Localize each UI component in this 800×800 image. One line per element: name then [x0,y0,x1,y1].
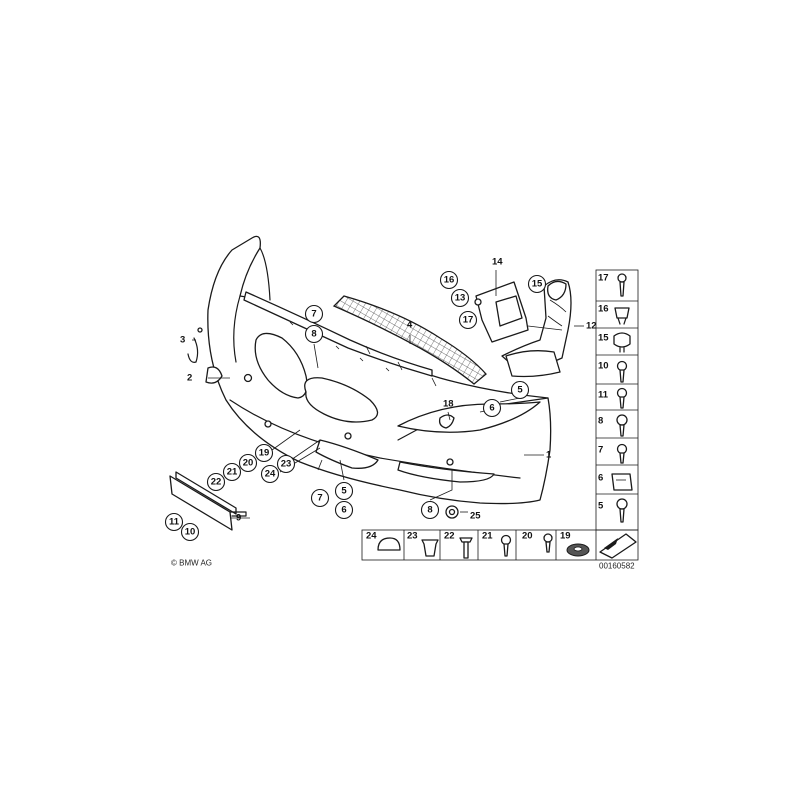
callout-7a: 7 [304,304,324,324]
svg-text:7: 7 [311,309,316,320]
svg-text:24: 24 [366,531,377,542]
image-number: 00160582 [599,562,635,571]
svg-text:23: 23 [281,459,292,470]
bottom-panel-labels: 24 23 22 21 20 19 [366,531,571,542]
callout-17: 17 [458,310,478,330]
svg-text:8: 8 [598,416,603,427]
svg-text:19: 19 [560,531,571,542]
svg-text:16: 16 [444,275,455,286]
callout-10: 10 [180,522,200,542]
svg-text:11: 11 [169,517,180,528]
plain-labels: 1 2 3 4 9 12 14 18 25 [180,257,597,524]
copyright-text: © BMW AG [171,559,212,568]
label-1: 1 [546,450,552,461]
svg-text:15: 15 [598,333,609,344]
svg-text:23: 23 [407,531,418,542]
label-2: 2 [187,373,192,384]
callout-7b: 7 [310,488,330,508]
svg-text:6: 6 [489,403,494,414]
callout-19: 19 [254,443,274,463]
svg-text:8: 8 [311,329,316,340]
svg-text:7: 7 [598,445,603,456]
svg-text:5: 5 [341,486,347,497]
callout-16: 16 [439,270,459,290]
towing-eye-cover [205,366,223,384]
air-duct-bracket [474,281,529,343]
wire-connector [187,327,203,363]
svg-text:13: 13 [455,293,466,304]
label-12: 12 [586,321,597,332]
svg-text:19: 19 [259,448,270,459]
svg-text:7: 7 [317,493,322,504]
air-duct [501,279,572,378]
callout-6b: 6 [334,500,354,520]
callout-8b: 8 [420,500,440,520]
svg-text:6: 6 [598,473,603,484]
label-14: 14 [492,257,503,268]
callout-13: 13 [450,288,470,308]
callout-11: 11 [164,512,184,532]
callout-20: 20 [238,453,258,473]
svg-text:10: 10 [185,527,196,538]
callout-5a: 5 [510,380,530,400]
clip-18 [438,414,455,429]
svg-text:24: 24 [265,469,276,480]
svg-text:11: 11 [598,390,609,401]
svg-text:17: 17 [598,273,609,284]
right-panel-labels: 17 16 15 10 11 8 7 6 5 [598,273,609,512]
svg-text:6: 6 [341,505,346,516]
svg-text:20: 20 [522,531,533,542]
svg-text:22: 22 [444,531,455,542]
svg-text:5: 5 [517,385,523,396]
license-plate-bracket [169,471,247,531]
svg-text:20: 20 [243,458,254,469]
svg-text:21: 21 [227,467,238,478]
label-9: 9 [236,513,241,524]
callout-15: 15 [527,274,547,294]
svg-text:21: 21 [482,531,493,542]
label-18: 18 [443,399,454,410]
callout-5b: 5 [334,481,354,501]
callout-23: 23 [276,454,296,474]
svg-text:10: 10 [598,361,609,372]
label-25: 25 [470,511,481,522]
svg-text:22: 22 [211,477,222,488]
label-3: 3 [180,335,185,346]
svg-text:17: 17 [463,315,474,326]
fastener-icons-right [611,273,633,523]
fastener-panel-bottom [361,529,639,561]
label-4: 4 [407,320,413,331]
callout-8a: 8 [304,324,324,344]
callout-24: 24 [260,464,280,484]
callout-22: 22 [206,472,226,492]
callouts: 7 8 16 13 17 15 5 6 19 20 21 22 23 24 7 … [164,270,547,542]
svg-text:8: 8 [427,505,432,516]
svg-text:15: 15 [532,279,543,290]
callout-21: 21 [222,462,242,482]
nut-25 [445,505,459,519]
svg-text:16: 16 [598,304,609,315]
svg-text:5: 5 [598,501,604,512]
bumper-cover [207,235,552,505]
fastener-icons-bottom [377,533,637,559]
callout-6a: 6 [482,398,502,418]
